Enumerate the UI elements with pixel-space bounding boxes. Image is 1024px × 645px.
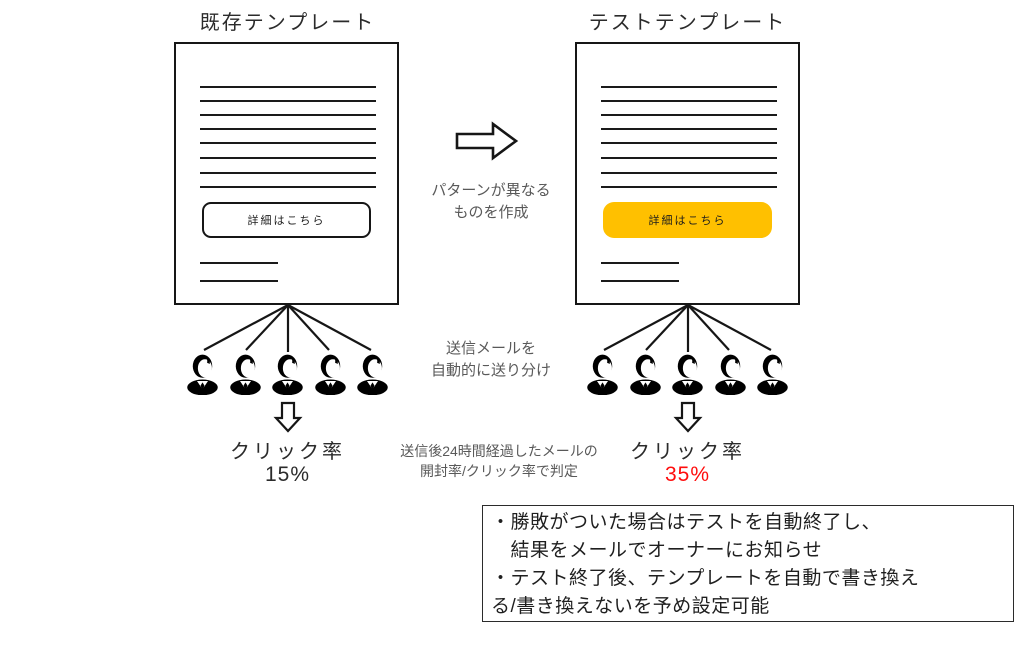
judgement-note: 送信後24時間経過したメールの 開封率/クリック率で判定: [400, 443, 598, 479]
existing-template-document: 詳細はこちら: [174, 42, 399, 305]
text-line-placeholder: [200, 280, 278, 283]
info-line: ・勝敗がついた場合はテストを自動終了し、: [491, 512, 882, 533]
click-rate-value-test: 35%: [664, 463, 711, 486]
text-line-placeholder: [601, 186, 777, 189]
down-arrow-icon: [273, 401, 303, 433]
person-icon: [354, 353, 391, 395]
text-line-placeholder: [200, 142, 376, 145]
recipient-icons: [175, 353, 400, 395]
text-line-placeholder: [601, 280, 679, 283]
test-template-document: 詳細はこちら: [575, 42, 800, 305]
person-icon: [184, 353, 221, 395]
right-arrow-icon: [455, 121, 519, 161]
text-line-placeholder: [601, 86, 777, 89]
text-line-placeholder: [200, 262, 278, 265]
person-icon: [669, 353, 706, 395]
info-line: 結果をメールでオーナーにお知らせ: [491, 540, 823, 561]
person-icon: [227, 353, 264, 395]
text-line-placeholder: [601, 100, 777, 103]
click-rate-label-test: クリック率: [630, 441, 745, 463]
click-rate-value-existing: 15%: [264, 463, 311, 486]
existing-details-button[interactable]: 詳細はこちら: [202, 202, 371, 238]
down-arrow-icon: [673, 401, 703, 433]
create-pattern-note: パターンが異なる ものを作成: [431, 182, 551, 221]
person-icon: [712, 353, 749, 395]
text-line-placeholder: [601, 157, 777, 160]
text-line-placeholder: [200, 157, 376, 160]
click-rate-label-existing: クリック率: [230, 441, 345, 463]
recipient-icons: [575, 353, 800, 395]
text-line-placeholder: [601, 172, 777, 175]
person-icon: [627, 353, 664, 395]
text-line-placeholder: [601, 128, 777, 131]
text-line-placeholder: [200, 100, 376, 103]
text-line-placeholder: [601, 142, 777, 145]
text-line-placeholder: [200, 186, 376, 189]
text-line-placeholder: [601, 262, 679, 265]
person-icon: [584, 353, 621, 395]
person-icon: [269, 353, 306, 395]
test-details-button[interactable]: 詳細はこちら: [603, 202, 772, 238]
test-template-title: テストテンプレート: [588, 12, 787, 34]
info-line: ・テスト終了後、テンプレートを自動で書き換え: [491, 568, 920, 589]
person-icon: [754, 353, 791, 395]
text-line-placeholder: [200, 128, 376, 131]
info-line: る/書き換えないを予め設定可能: [491, 596, 770, 617]
text-line-placeholder: [601, 114, 777, 117]
fan-lines: [175, 304, 400, 354]
person-icon: [312, 353, 349, 395]
existing-template-title: 既存テンプレート: [199, 12, 376, 34]
auto-distribute-note: 送信メールを 自動的に送り分け: [430, 340, 551, 379]
fan-lines: [575, 304, 800, 354]
text-line-placeholder: [200, 114, 376, 117]
info-box: ・勝敗がついた場合はテストを自動終了し、 結果をメールでオーナーにお知らせ ・テ…: [482, 505, 1014, 622]
text-line-placeholder: [200, 86, 376, 89]
text-line-placeholder: [200, 172, 376, 175]
